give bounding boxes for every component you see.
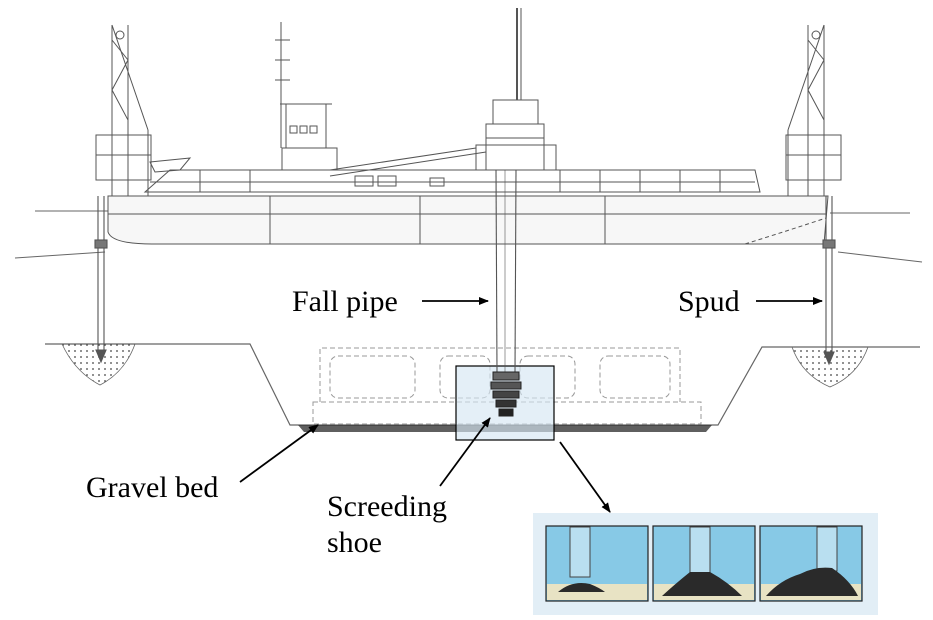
- label-fall-pipe: Fall pipe: [292, 285, 398, 318]
- inset-panel-1: [545, 525, 649, 602]
- inset-panel-2: [652, 525, 756, 602]
- arrow-inset: [559, 441, 611, 513]
- label-screeding-shoe: Screeding shoe: [327, 489, 447, 561]
- crane-left: [95, 24, 152, 196]
- inset-panel-3: [759, 525, 863, 602]
- fall-pipe: [495, 169, 517, 373]
- spud-soil-right: [791, 346, 869, 388]
- arrow-screeding-shoe: [439, 417, 491, 487]
- callout-arrows: [239, 297, 823, 513]
- label-gravel-bed: Gravel bed: [86, 471, 219, 504]
- spud-right: [822, 196, 836, 366]
- crane-right: [785, 24, 842, 196]
- label-screeding-shoe-line1: Screeding: [327, 490, 447, 523]
- vessel: [107, 8, 829, 245]
- screeding-shoe: [490, 371, 522, 417]
- spud-left: [94, 196, 108, 364]
- arrow-gravel-bed: [239, 424, 319, 483]
- label-screeding-shoe-line2: shoe: [327, 526, 382, 559]
- dump-stages-inset: [533, 513, 878, 615]
- label-spud: Spud: [678, 285, 740, 318]
- spud-soil-left: [61, 343, 136, 386]
